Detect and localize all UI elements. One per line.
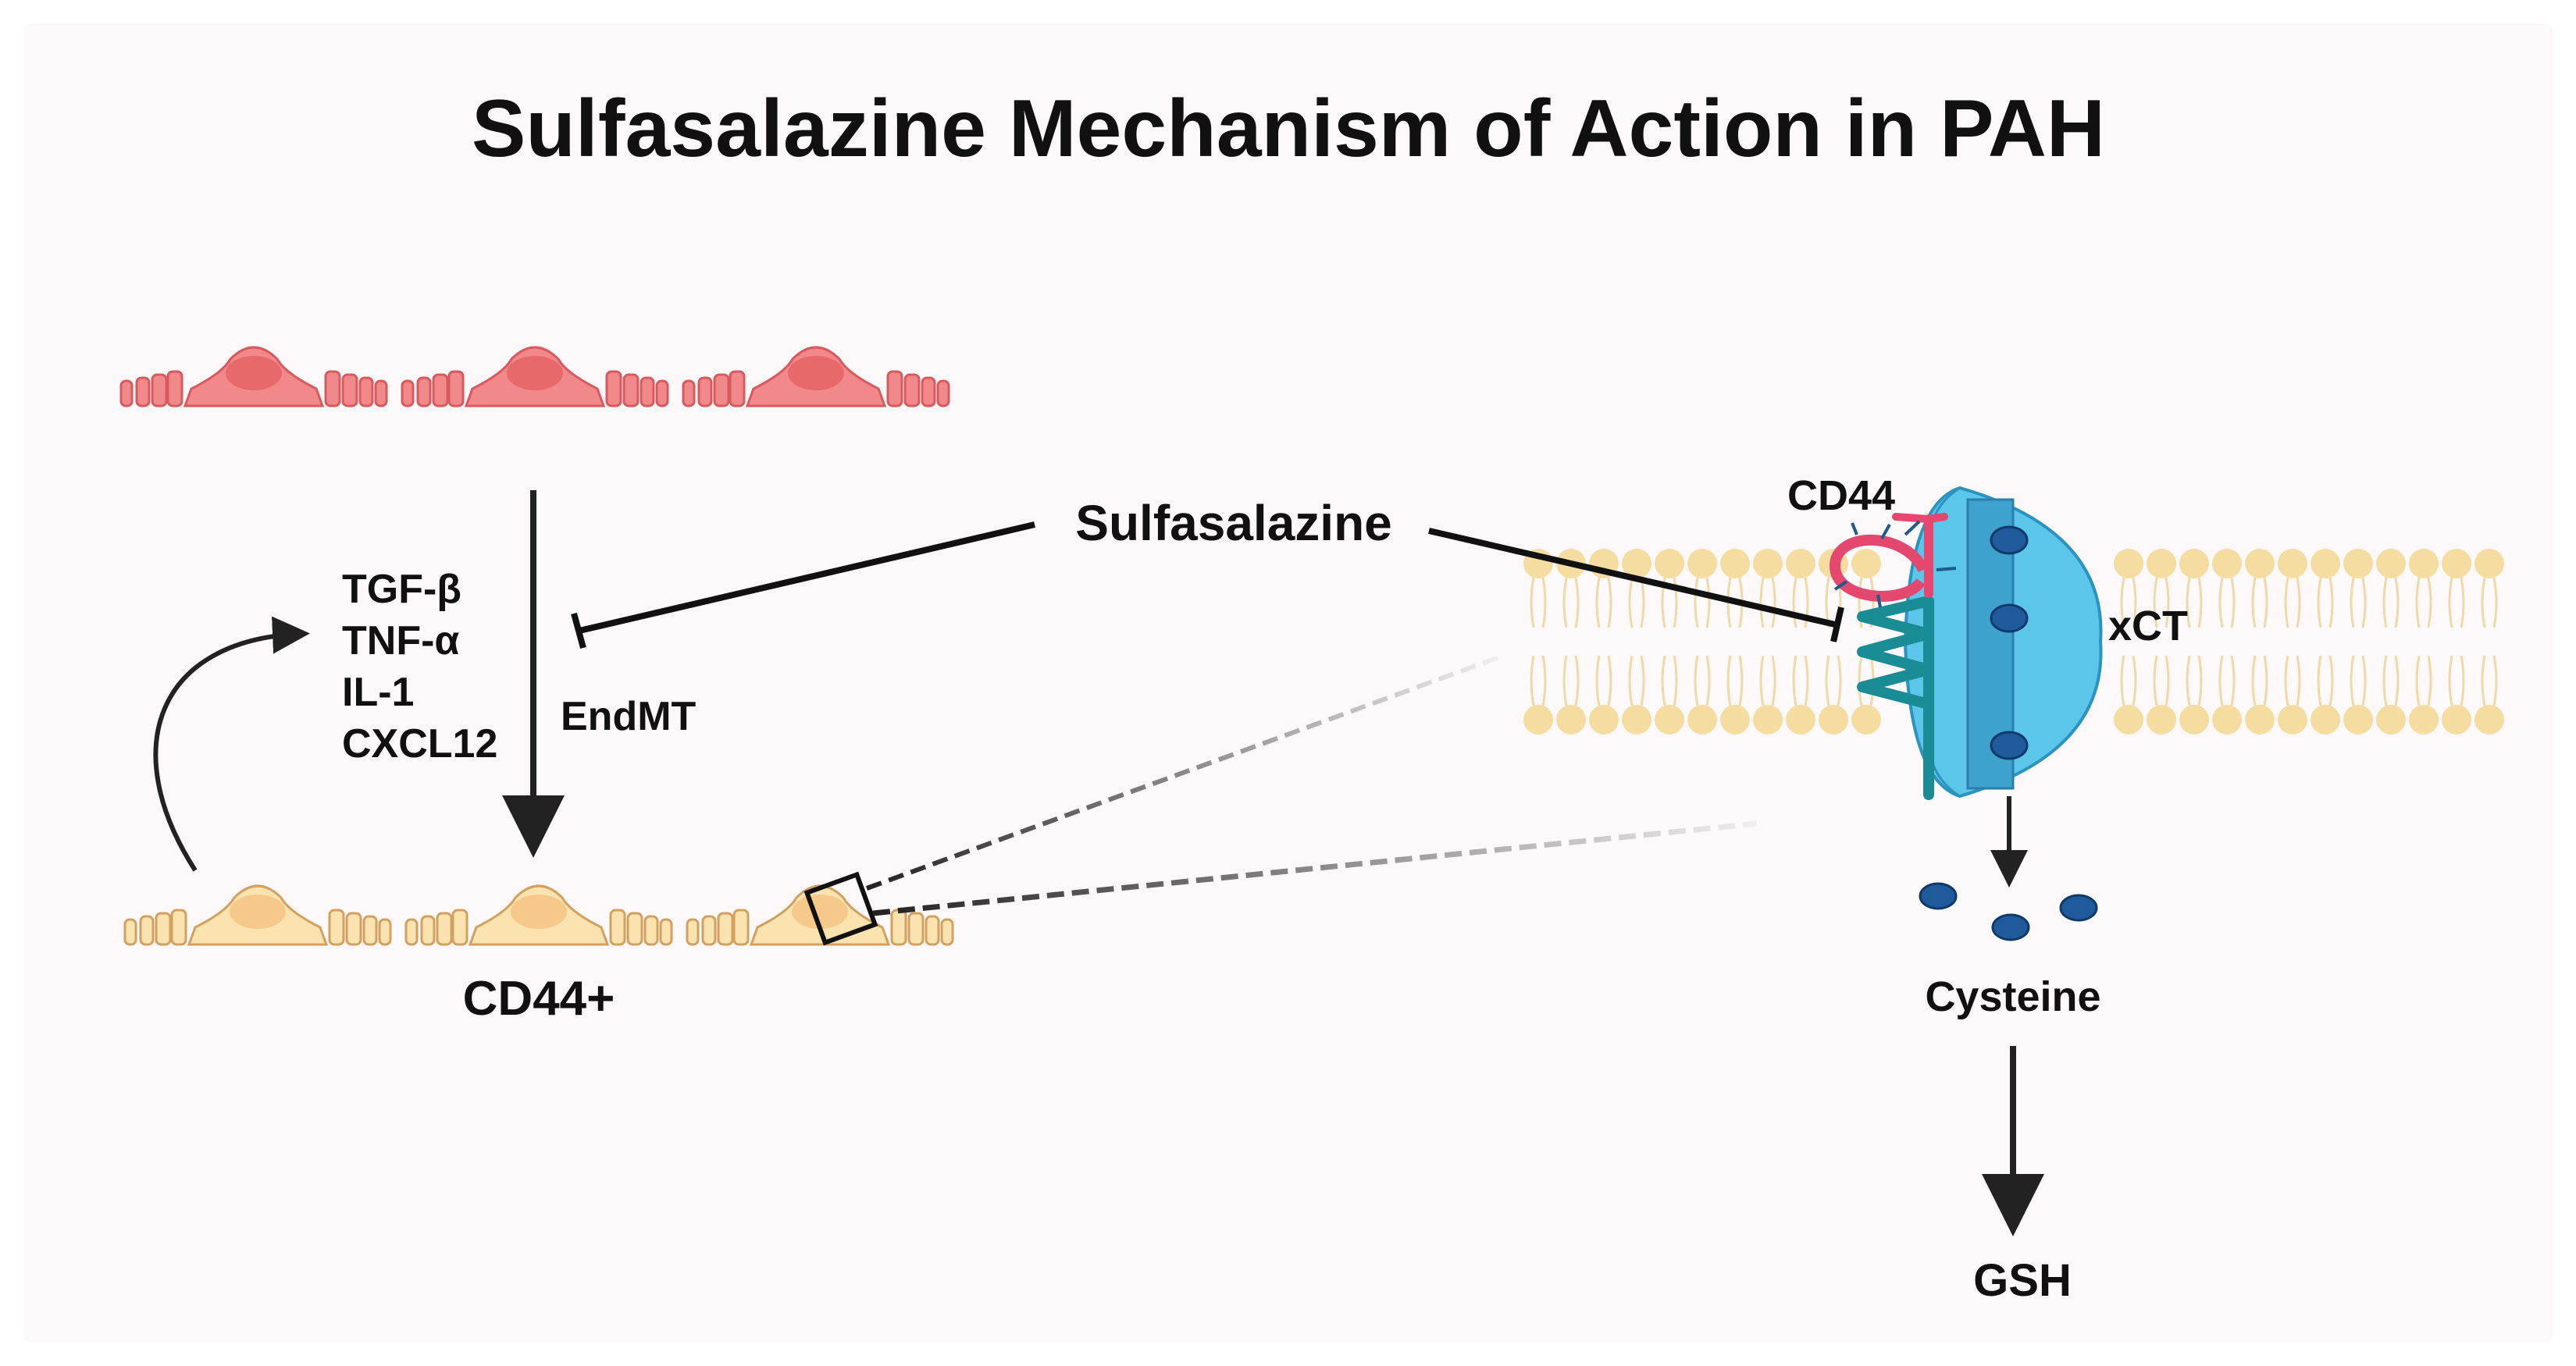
diagram-title: Sulfasalazine Mechanism of Action in PAH (472, 84, 2105, 174)
t-bar-inhibition-icon (571, 612, 586, 649)
mesenchymal-cell-icon (404, 884, 673, 946)
endmt-label: EndMT (561, 694, 697, 739)
cysteine-label: Cysteine (1925, 973, 2100, 1020)
cytokine-label: CXCL12 (342, 721, 497, 767)
cd44-receptor (1829, 513, 1957, 800)
cystine-molecule-icon (1990, 603, 2029, 633)
sulfasalazine-label: Sulfasalazine (1075, 495, 1392, 551)
cystine-molecule-icon (1919, 882, 1958, 910)
cystine-molecule-icon (1990, 525, 2029, 555)
t-bar-inhibition-icon (1830, 607, 1844, 642)
cystine-molecule-icon (2059, 894, 2098, 922)
zoom-line-lower (872, 820, 1758, 916)
zoom-box (803, 871, 878, 946)
cd44-receptor-label: CD44 (1787, 472, 1895, 519)
xct-label: xCT (2108, 603, 2188, 649)
endothelial-cell-icon (119, 346, 388, 407)
endothelial-cell-icon (682, 346, 950, 407)
mesenchymal-cell-row (123, 884, 954, 946)
inhibit-endmt-line (579, 521, 1035, 634)
cd44-positive-label: CD44+ (463, 972, 615, 1026)
cytokine-label: IL-1 (342, 670, 414, 715)
endothelial-cell-icon (401, 346, 669, 407)
mesenchymal-cell-icon (123, 884, 392, 946)
cystine-molecule-icon (1991, 913, 2030, 941)
endothelial-cell-row (119, 346, 950, 407)
cytokine-label: TGF-β (342, 567, 461, 612)
cystine-molecule-icon (1990, 731, 2029, 760)
lipid-bilayer-icon (1523, 549, 2504, 735)
zoom-line-upper (865, 655, 1501, 891)
feedback-arrow-icon (153, 616, 310, 872)
gsh-label: GSH (1973, 1255, 2072, 1306)
cytokine-label: TNF-α (342, 618, 459, 663)
inhibit-cd44-line (1428, 528, 1836, 628)
background-panel (23, 23, 2553, 1343)
